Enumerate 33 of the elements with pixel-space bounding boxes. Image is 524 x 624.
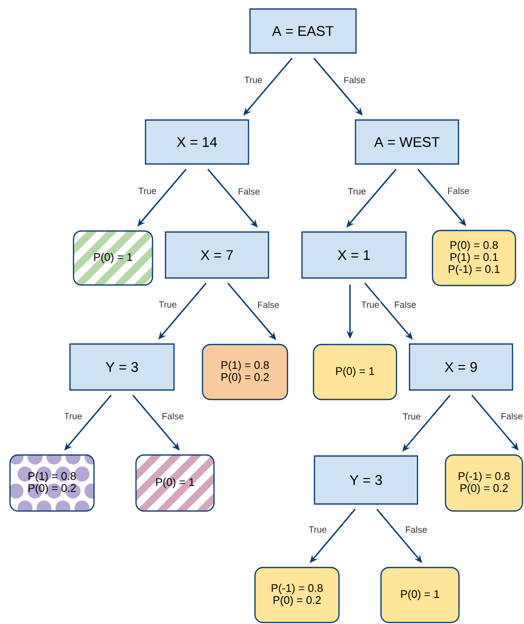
edge-label: False <box>160 412 185 420</box>
edge-label: False <box>404 525 428 534</box>
leaf-box: P(1) = 0.8 P(0) = 0.2 <box>202 344 288 400</box>
decision-box: Y = 3 <box>314 455 418 505</box>
leaf-box: P(0) = 1 <box>380 566 460 624</box>
decision-box: A = WEST <box>354 119 460 165</box>
leaf-box: P(1) = 0.8 P(0) = 0.2 <box>9 454 95 512</box>
edge-label: True <box>63 412 84 420</box>
leaf-box: P(-1) = 0.8 P(0) = 0.2 <box>444 454 524 512</box>
edge-label: False <box>446 186 470 196</box>
decision-box: Y = 3 <box>69 343 175 391</box>
edge-label: True <box>360 300 380 309</box>
edge-label: False <box>342 76 367 84</box>
leaf-box: P(0) = 0.8 P(1) = 0.1 P(-1) = 0.1 <box>432 230 516 286</box>
edge-label: False <box>500 412 524 420</box>
leaf-box: P(0) = 1 <box>135 454 215 512</box>
edge-label: False <box>393 300 418 309</box>
edge-label: True <box>158 300 178 309</box>
leaf-box: P(0) = 1 <box>72 230 154 286</box>
leaf-box: P(-1) = 0.8 P(0) = 0.2 <box>254 566 340 624</box>
leaf-box: P(0) = 1 <box>312 344 398 400</box>
edge-label: True <box>308 525 328 534</box>
edge-label: True <box>346 187 367 196</box>
edge-label: True <box>137 186 158 196</box>
decision-box: X = 14 <box>144 119 250 165</box>
decision-box: X = 1 <box>301 231 407 279</box>
decision-box: X = 7 <box>164 231 270 279</box>
edge-label: True <box>402 412 422 421</box>
decision-box: A = EAST <box>249 8 357 54</box>
edge-label: False <box>237 187 261 196</box>
edge-label: True <box>243 76 264 84</box>
edge-label: False <box>256 300 280 310</box>
decision-box: X = 9 <box>408 343 514 391</box>
